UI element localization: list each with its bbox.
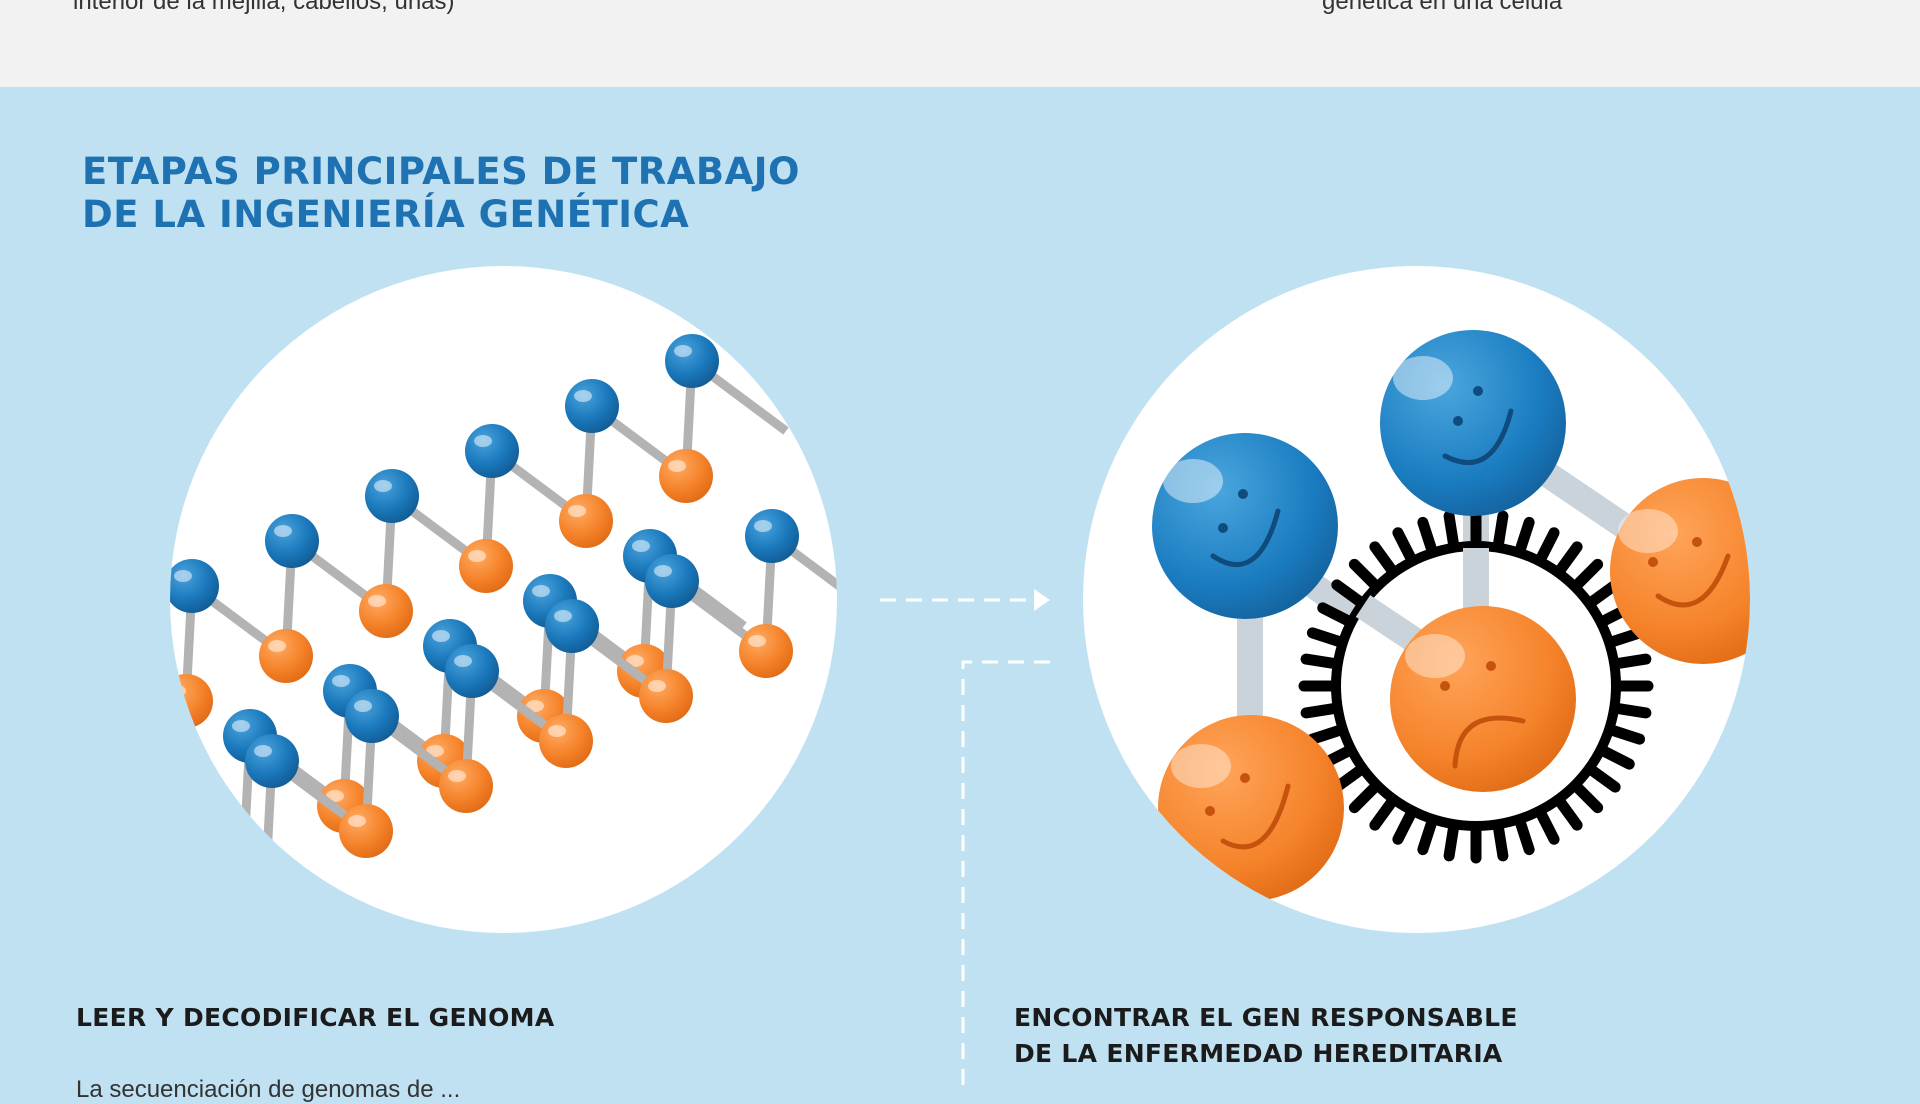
ring-spike (1492, 510, 1509, 554)
dna-orange-ball (539, 714, 593, 768)
happy-blue-molecule (1152, 433, 1338, 619)
dna-blue-ball (170, 559, 219, 613)
ring-spike (1603, 723, 1646, 745)
ring-spike (1300, 653, 1344, 670)
ring-spike (1317, 602, 1357, 628)
dna-orange-ball (559, 494, 613, 548)
happy-orange-molecule (1158, 715, 1344, 901)
ring-spike (1534, 527, 1560, 567)
dna-blue-ball (465, 424, 519, 478)
ring-spike (1392, 527, 1418, 567)
ring-spike (1443, 818, 1460, 862)
dna-blue-ball (365, 469, 419, 523)
dna-blue-ball (445, 644, 499, 698)
ring-spike (1583, 579, 1621, 610)
section-title-line1: ETAPAS PRINCIPALES DE TRABAJO (82, 150, 800, 193)
ring-spike (1603, 627, 1646, 649)
happy-orange-molecule-right (1610, 478, 1750, 664)
dna-orange-ball (170, 888, 171, 904)
dna-blue-ball (665, 334, 719, 388)
dna-blue-ball (245, 734, 299, 788)
dna-blue-ball (265, 514, 319, 568)
dna-orange-ball (239, 849, 293, 903)
dna-blue-ball (565, 379, 619, 433)
ring-spike (1552, 541, 1583, 579)
virus-ring-icon (1298, 508, 1654, 864)
dna-illustration (170, 266, 837, 933)
step1-title-line1: LEER Y DECODIFICAR EL GENOMA (76, 1003, 555, 1032)
ring-spike (1595, 744, 1635, 770)
happy-blue-molecule-top (1380, 330, 1566, 516)
sad-orange-molecule (1390, 606, 1576, 792)
dna-blue-ball (645, 554, 699, 608)
step2-title: ENCONTRAR EL GEN RESPONSABLE DE LA ENFER… (1014, 1000, 1518, 1072)
gene-molecules-icon (1152, 330, 1750, 901)
dna-orange-ball (659, 449, 713, 503)
ring-spike (1331, 579, 1369, 610)
ring-spike (1534, 805, 1560, 845)
section-title-line2: DE LA INGENIERÍA GENÉTICA (82, 193, 690, 236)
ring-spike (1306, 627, 1349, 649)
dna-orange-ball (439, 759, 493, 813)
ring-spike (1369, 541, 1400, 579)
ring-spike (1300, 702, 1344, 719)
ring-spike (1569, 779, 1604, 814)
ring-spike (1369, 793, 1400, 831)
ring-spike (1608, 702, 1652, 719)
dna-orange-ball (339, 804, 393, 858)
ring-spike (1331, 762, 1369, 793)
dna-orange-ball (459, 539, 513, 593)
ring-spike (1443, 510, 1460, 554)
dna-orange-ball (170, 674, 213, 728)
dna-helix-icon (170, 334, 837, 904)
top-left-text: interior de la mejilla, cabellos, uñas) (73, 0, 455, 15)
dna-orange-ball (259, 629, 313, 683)
ring-spike (1552, 793, 1583, 831)
section-title: ETAPAS PRINCIPALES DE TRABAJO DE LA INGE… (82, 150, 800, 236)
ring-spike (1608, 653, 1652, 670)
ring-spike (1417, 813, 1439, 856)
dna-blue-ball (345, 689, 399, 743)
ring-spike (1492, 818, 1509, 862)
step1-title: LEER Y DECODIFICAR EL GENOMA (76, 1000, 554, 1036)
dna-blue-ball (545, 599, 599, 653)
step2-title-line2: DE LA ENFERMEDAD HEREDITARIA (1014, 1039, 1503, 1068)
step2-title-line1: ENCONTRAR EL GEN RESPONSABLE (1014, 1003, 1518, 1032)
top-right-text: genética en una célula (1322, 0, 1563, 15)
ring-spike (1513, 516, 1535, 559)
dna-orange-ball (739, 624, 793, 678)
ring-spike (1348, 558, 1383, 593)
dna-blue-ball (745, 509, 799, 563)
dna-blue-ball (170, 762, 177, 800)
ring-spike (1348, 779, 1383, 814)
step1-description: La secuenciación de genomas de ... (76, 1076, 461, 1103)
ring-spike (1306, 723, 1349, 745)
ring-spike (1417, 516, 1439, 559)
faulty-gene-illustration (1083, 266, 1750, 933)
ring-spike (1569, 558, 1604, 593)
ring-spike (1583, 762, 1621, 793)
dna-orange-ball (639, 669, 693, 723)
top-band: interior de la mejilla, cabellos, uñas) … (0, 0, 1920, 87)
dna-orange-ball (359, 584, 413, 638)
ring-spike (1392, 805, 1418, 845)
ring-spike (1513, 813, 1535, 856)
